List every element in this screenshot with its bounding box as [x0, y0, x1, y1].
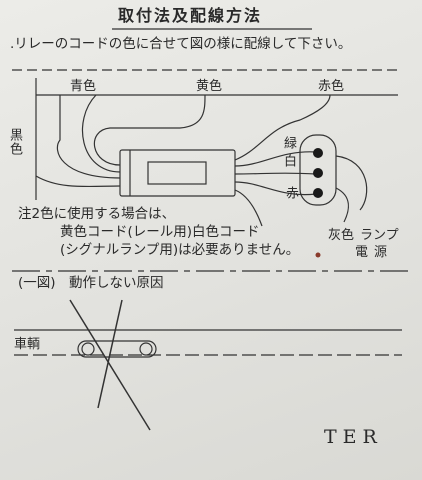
black-wire: [35, 175, 121, 188]
red-lamp-wire: [234, 181, 317, 196]
relay-box: [119, 149, 236, 197]
lamp-wire-out: [335, 155, 368, 211]
red-wire: [234, 94, 331, 161]
brand-mark: TER: [324, 426, 383, 448]
vehicle-wheel-left: [81, 342, 95, 356]
label-red-wire: 赤色: [318, 79, 345, 94]
white-wire: [234, 172, 317, 175]
page-title: 取付法及配線方法: [118, 6, 263, 25]
vehicle-body: [77, 340, 157, 358]
blue-wire: [82, 94, 121, 173]
note-line-2: 黄色コード(レール用)白色コード: [60, 224, 260, 240]
label-blue-wire: 青色: [70, 79, 97, 94]
label-power: 電源: [355, 245, 394, 260]
figure-caption: (一図) 動作しない原因: [18, 275, 164, 291]
relay-window: [147, 161, 207, 185]
vehicle-wheel-right: [139, 342, 153, 356]
cross-mark-line-2: [97, 299, 123, 409]
red-lamp: [313, 188, 323, 198]
wiring-instruction: .リレーのコードの色に合せて図の様に配線して下さい。: [10, 36, 352, 52]
signal-housing: [299, 134, 337, 206]
note-line-3: (シグナルランプ用)は必要ありません。: [60, 242, 300, 258]
green-wire: [234, 151, 317, 167]
blue-wire-2: [56, 95, 121, 179]
label-gray-wire: 灰色: [328, 228, 355, 243]
label-white: 白: [281, 154, 296, 167]
label-yellow-wire: 黄色: [196, 79, 223, 94]
label-red-lamp: 赤: [283, 186, 298, 199]
gray-wire: [234, 189, 263, 227]
white-lamp: [313, 168, 323, 178]
lamp-wire-out-2: [335, 187, 349, 223]
label-vehicle: 車輌: [14, 337, 41, 352]
label-black-wire: 黒色: [7, 128, 22, 156]
green-lamp: [313, 148, 323, 158]
label-lamp: ランプ: [360, 228, 399, 243]
label-green: 緑: [281, 136, 296, 149]
cross-mark-line-1: [69, 299, 151, 431]
ink-spot: [315, 252, 321, 258]
note-line-1: 注2色に使用する場合は、: [18, 206, 176, 222]
yellow-wire: [93, 94, 206, 166]
